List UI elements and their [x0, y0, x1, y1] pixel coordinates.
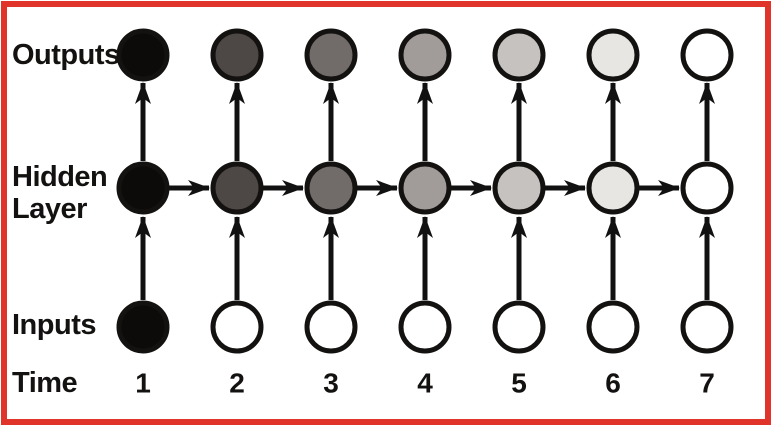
- output-node-t7: [680, 28, 734, 82]
- hidden-node-t6: [586, 161, 640, 215]
- time-step-label-5: 5: [511, 368, 527, 399]
- input-node-t7: [680, 300, 734, 354]
- output-node-t5: [492, 28, 546, 82]
- input-node-t4: [398, 300, 452, 354]
- time-column-3: 3: [304, 28, 398, 399]
- hidden-node-t1: [116, 161, 170, 215]
- hidden-node-t7: [680, 161, 734, 215]
- input-node-t5: [492, 300, 546, 354]
- time-column-4: 4: [398, 28, 492, 399]
- input-node-t2: [210, 300, 264, 354]
- output-node-t2: [210, 28, 264, 82]
- input-node-t3: [304, 300, 358, 354]
- time-step-label-1: 1: [135, 368, 151, 399]
- input-node-t1: [116, 300, 170, 354]
- time-column-2: 2: [210, 28, 304, 399]
- inputs-row-label: Inputs: [12, 309, 96, 341]
- hidden-node-t3: [304, 161, 358, 215]
- time-column-7: 7: [680, 28, 734, 399]
- output-node-t4: [398, 28, 452, 82]
- time-step-label-6: 6: [605, 368, 621, 399]
- hidden-node-t2: [210, 161, 264, 215]
- output-node-t3: [304, 28, 358, 82]
- output-node-t1: [116, 28, 170, 82]
- outputs-row-label: Outputs: [12, 39, 120, 71]
- hidden-node-t5: [492, 161, 546, 215]
- time-row-label: Time: [12, 367, 78, 399]
- time-column-6: 6: [586, 28, 680, 399]
- hidden-row-label-line2: Layer: [12, 193, 87, 225]
- output-node-t6: [586, 28, 640, 82]
- time-column-1: 1: [116, 28, 210, 399]
- hidden-node-t4: [398, 161, 452, 215]
- time-step-label-4: 4: [417, 368, 433, 399]
- input-node-t6: [586, 300, 640, 354]
- time-step-label-2: 2: [229, 368, 245, 399]
- hidden-row-label-line1: Hidden: [12, 161, 107, 193]
- time-step-label-3: 3: [323, 368, 339, 399]
- time-column-5: 5: [492, 28, 586, 399]
- time-step-label-7: 7: [699, 368, 715, 399]
- diagram-columns: 1 2 3 4 5 6 7: [116, 28, 734, 399]
